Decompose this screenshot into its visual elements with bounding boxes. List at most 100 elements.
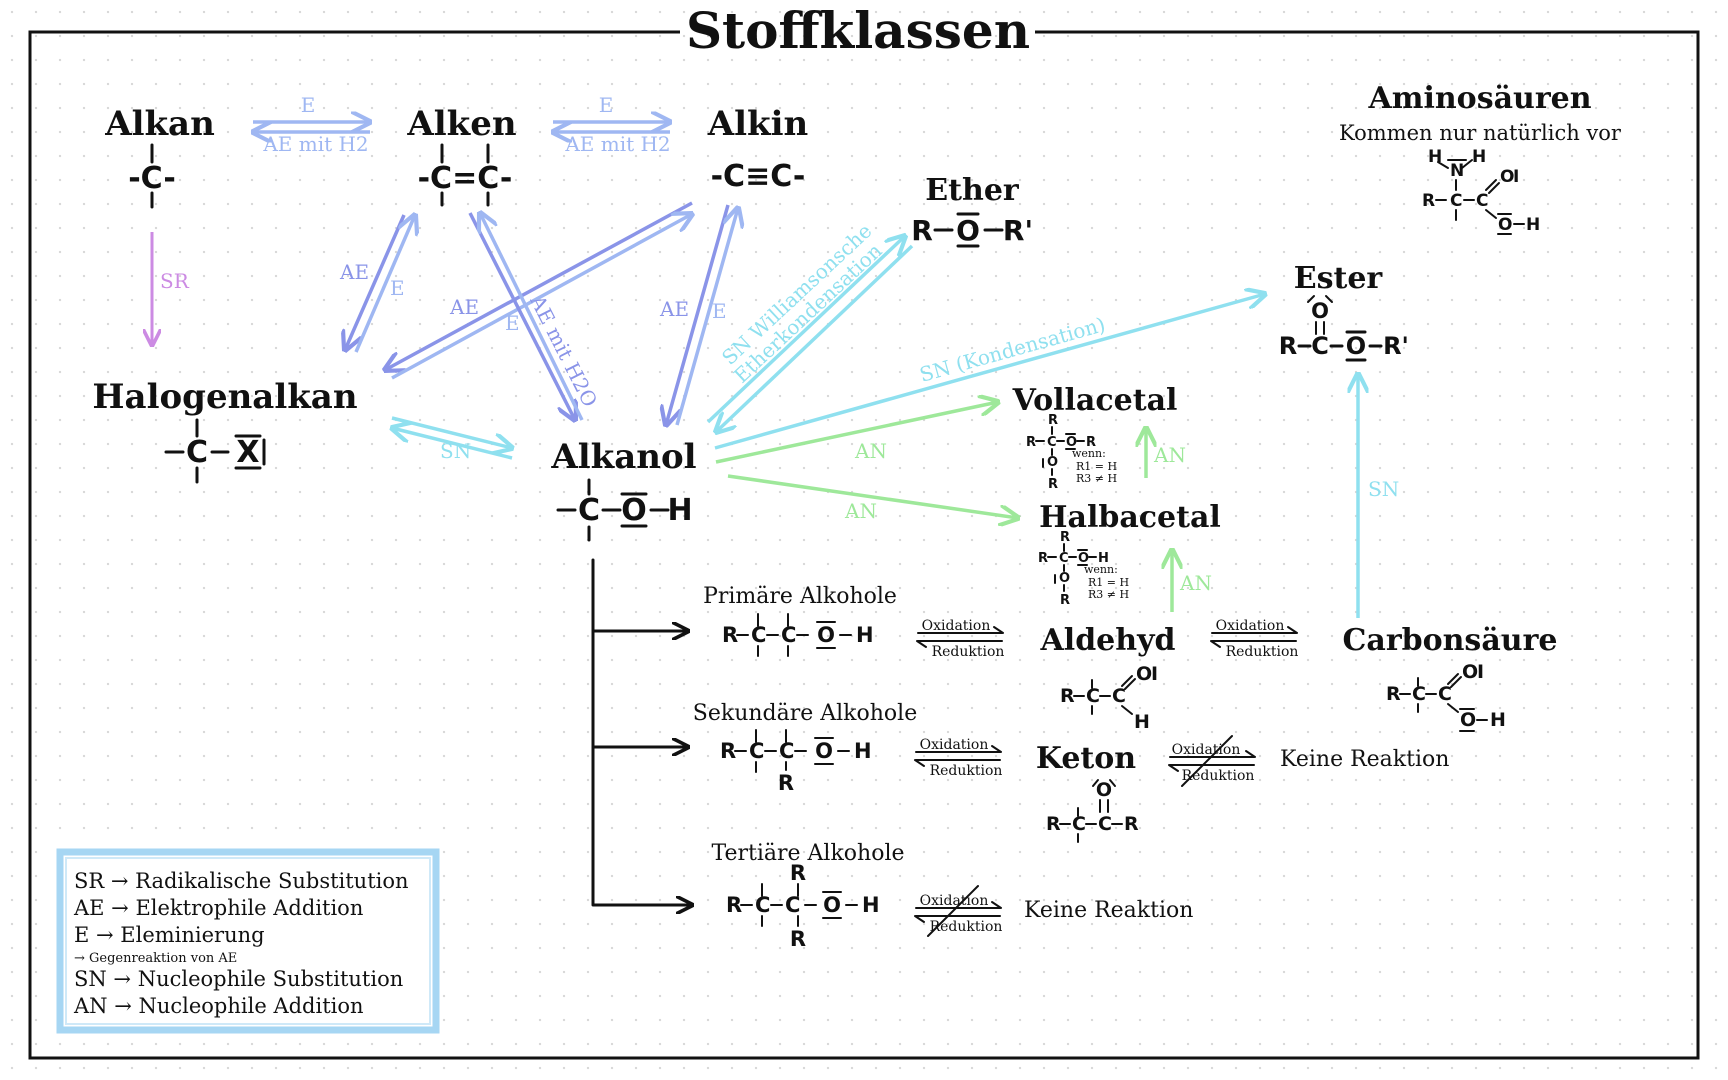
- svg-text:R: R: [722, 623, 738, 647]
- svg-text:SN: SN: [1368, 477, 1399, 501]
- alkan-name: Alkan: [104, 104, 215, 144]
- tertiary-alcohol[interactable]: Tertiäre Alkohole R R C C R O H: [712, 841, 905, 951]
- svg-text:Oxidation: Oxidation: [1216, 618, 1285, 634]
- alkin-node[interactable]: Alkin -C≡C-: [707, 104, 809, 194]
- primary-alcohol[interactable]: Primäre Alkohole R C C O H: [703, 584, 897, 657]
- svg-text:AN: AN: [1179, 571, 1212, 595]
- svg-text:C: C: [781, 623, 796, 647]
- svg-text:AE mit H2O: AE mit H2O: [525, 290, 602, 410]
- svg-text:Reduktion: Reduktion: [930, 763, 1003, 779]
- svg-text:E: E: [599, 93, 614, 117]
- arrow-alkanol-vollacetal: AN: [715, 402, 998, 464]
- svg-text:O: O: [1059, 571, 1070, 586]
- svg-text:H: H: [1472, 147, 1486, 167]
- svg-text:O: O: [817, 623, 835, 647]
- carbonsaeure-name: Carbonsäure: [1343, 623, 1558, 658]
- svg-text:R: R: [720, 739, 736, 763]
- arrow-alkin-alkanol: AE E: [659, 205, 738, 425]
- frame-border: [28, 30, 1700, 1060]
- vollacetal-node[interactable]: Vollacetal R R C O R O R wenn: R1 = H R3…: [1012, 383, 1178, 492]
- vollacetal-structure: R R C O R O R: [1026, 413, 1096, 492]
- svg-text:O: O: [1500, 167, 1514, 187]
- svg-text:AE: AE: [339, 260, 369, 284]
- svg-text:Oxidation: Oxidation: [1172, 742, 1241, 758]
- svg-text:O: O: [1346, 332, 1366, 360]
- svg-text:SN (Kondensation): SN (Kondensation): [917, 312, 1108, 387]
- svg-text:R': R': [1383, 332, 1409, 360]
- svg-text:Reduktion: Reduktion: [932, 644, 1005, 660]
- svg-text:H: H: [1134, 711, 1150, 733]
- svg-text:R: R: [790, 861, 806, 885]
- legend-item: E → Eleminierung: [74, 923, 265, 947]
- equilibrium-primaer-aldehyd: Oxidation Reduktion: [916, 618, 1005, 660]
- page-title: Stoffklassen: [686, 1, 1030, 60]
- keton-structure: O R C C R: [1046, 779, 1139, 843]
- legend-item: SN → Nucleophile Substitution: [74, 967, 403, 991]
- vollacetal-condition: wenn:: [1072, 447, 1106, 460]
- svg-text:C: C: [1438, 683, 1452, 705]
- svg-text:R: R: [778, 771, 794, 795]
- svg-text:H: H: [1098, 551, 1109, 566]
- alkin-name: Alkin: [707, 104, 809, 144]
- keton-name: Keton: [1036, 741, 1136, 776]
- svg-text:C: C: [1047, 435, 1057, 450]
- aminosaeuren-node[interactable]: Aminosäuren Kommen nur natürlich vor HNH…: [1339, 81, 1622, 235]
- svg-text:H: H: [1526, 215, 1540, 235]
- equilibrium-aldehyd-carbonsaeure: Oxidation Reduktion: [1210, 618, 1298, 660]
- svg-text:E: E: [301, 93, 316, 117]
- carbonsaeure-structure: R C C OI O H: [1386, 661, 1506, 732]
- svg-text:AE mit H2: AE mit H2: [564, 132, 670, 156]
- halbacetal-structure: R R C O H O R: [1038, 530, 1109, 608]
- carbonsaeure-node[interactable]: Carbonsäure R C C OI O H: [1343, 623, 1558, 732]
- svg-text:H: H: [856, 623, 874, 647]
- svg-text:E: E: [390, 276, 405, 300]
- svg-text:R: R: [1086, 435, 1096, 450]
- svg-text:AN: AN: [1153, 443, 1186, 467]
- svg-text:R: R: [1026, 435, 1036, 450]
- svg-text:C: C: [1072, 813, 1086, 835]
- svg-text:O: O: [1078, 551, 1089, 566]
- vollacetal-name: Vollacetal: [1012, 383, 1178, 418]
- alkanol-name: Alkanol: [550, 437, 696, 477]
- svg-text:R: R: [1060, 593, 1070, 608]
- secondary-alcohol[interactable]: Sekundäre Alkohole R C C R O H: [693, 701, 917, 795]
- halbacetal-node[interactable]: Halbacetal R R C O H O R wenn: R1 = H R3…: [1038, 500, 1221, 608]
- keton-keine-reaktion: Keine Reaktion: [1280, 747, 1449, 772]
- svg-text:C: C: [1311, 332, 1329, 360]
- svg-text:R: R: [1386, 683, 1401, 705]
- halbacetal-cond1: R1 = H: [1088, 576, 1129, 589]
- alken-name: Alken: [406, 104, 516, 144]
- svg-text:AN: AN: [844, 499, 877, 523]
- keton-node[interactable]: Keton O R C C R: [1036, 741, 1139, 843]
- svg-text:SR: SR: [160, 269, 190, 293]
- alkanol-node[interactable]: Alkanol C O H: [550, 437, 697, 542]
- legend-item: SR → Radikalische Substitution: [74, 869, 409, 893]
- svg-text:AN: AN: [854, 439, 887, 463]
- svg-text:O: O: [1498, 215, 1512, 235]
- halbacetal-name: Halbacetal: [1039, 500, 1221, 535]
- halogenalkan-node[interactable]: Halogenalkan C X: [92, 377, 358, 484]
- svg-text:Oxidation: Oxidation: [920, 737, 989, 753]
- ester-node[interactable]: Ester O R C O R': [1279, 261, 1409, 362]
- alken-node[interactable]: Alken -C=C-: [406, 104, 517, 207]
- svg-text:C: C: [785, 893, 800, 917]
- svg-text:C: C: [1412, 683, 1426, 705]
- svg-text:R: R: [790, 927, 806, 951]
- svg-text:H: H: [667, 493, 692, 528]
- ether-formula-o: O: [956, 214, 980, 247]
- svg-text:C: C: [751, 623, 766, 647]
- alkan-node[interactable]: Alkan -C-: [104, 104, 215, 209]
- ether-node[interactable]: Ether R O R': [911, 173, 1033, 248]
- alkin-formula: -C≡C-: [711, 159, 806, 194]
- svg-text:R: R: [1048, 413, 1058, 428]
- aldehyd-node[interactable]: Aldehyd R C C OI H: [1040, 623, 1176, 733]
- arrow-halbacetal-vollacetal: AN: [1146, 428, 1186, 478]
- svg-text:Reduktion: Reduktion: [1182, 768, 1255, 784]
- alkanol-tree: [591, 558, 692, 905]
- svg-text:Oxidation: Oxidation: [920, 893, 989, 909]
- svg-text:H: H: [1490, 709, 1506, 731]
- svg-text:O: O: [1096, 779, 1112, 801]
- svg-text:C: C: [1450, 191, 1462, 211]
